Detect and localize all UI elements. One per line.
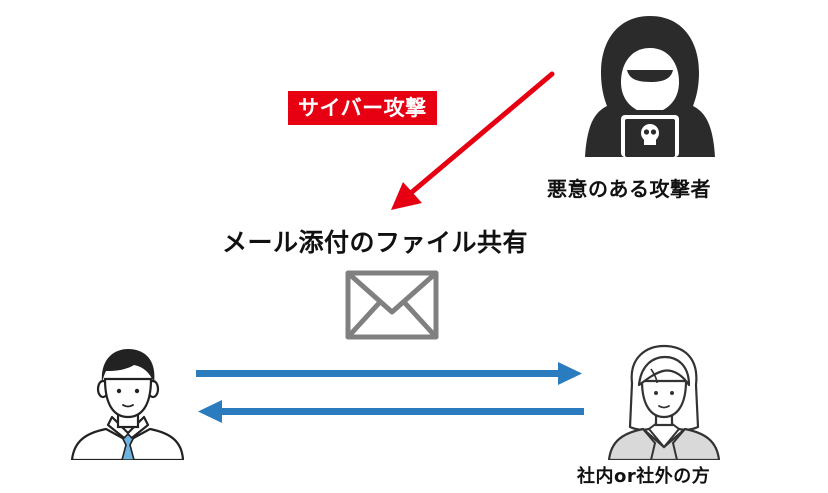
counterpart-label: 社内or社外の方: [577, 466, 711, 487]
email-attachment-share-title: メール添付のファイル共有: [222, 228, 529, 257]
envelope-icon: [345, 270, 439, 340]
businesswoman-icon: [607, 344, 721, 460]
attacker-label: 悪意のある攻撃者: [547, 177, 711, 201]
businessman-icon: [70, 349, 185, 460]
hooded-hacker-icon: [585, 16, 715, 157]
cyber-attack-badge: サイバー攻撃: [288, 91, 437, 125]
send-arrow: [196, 362, 582, 385]
reply-arrow: [198, 400, 584, 423]
